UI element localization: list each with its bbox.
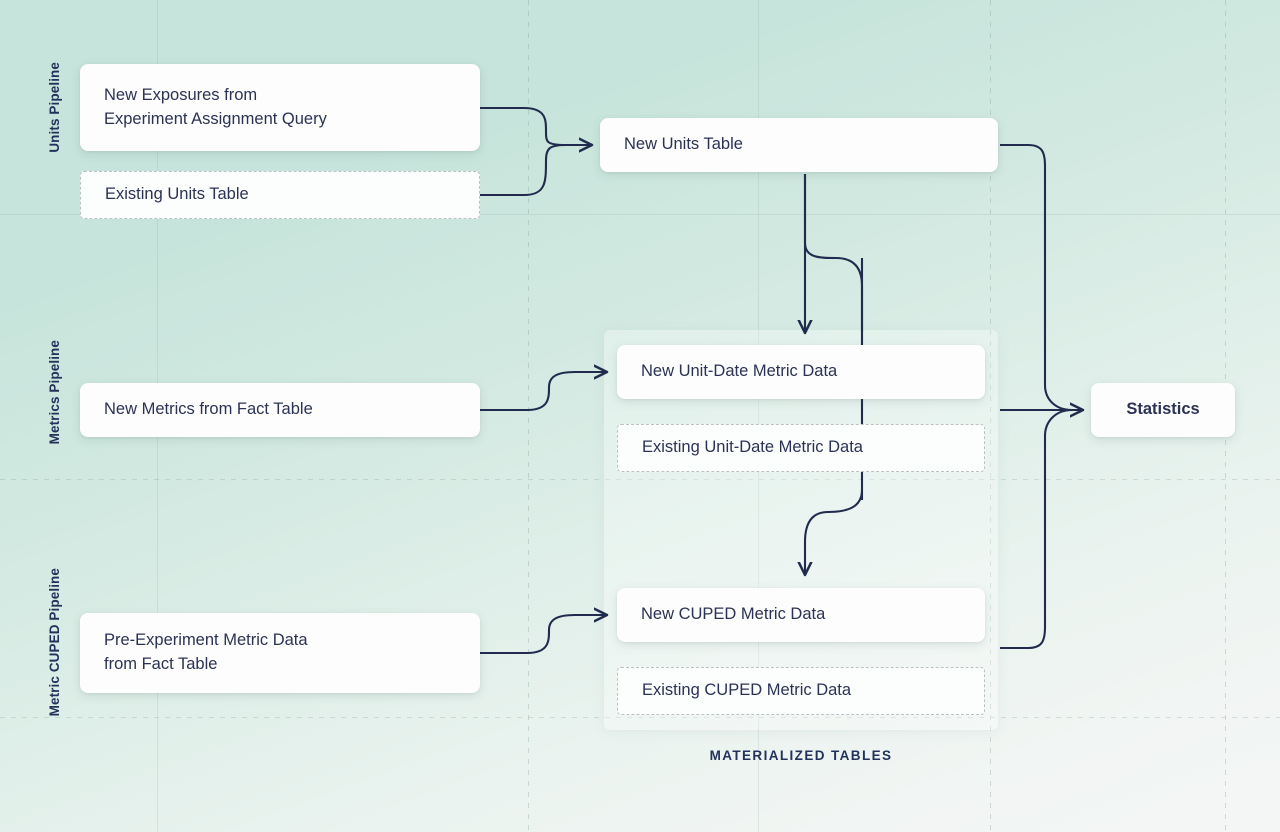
card-label: New Metrics from Fact Table xyxy=(104,400,313,419)
card-label: Statistics xyxy=(1126,400,1200,419)
card-label: New CUPED Metric Data xyxy=(641,605,826,624)
card-new-units-table[interactable]: New Units Table xyxy=(600,118,998,172)
card-label: Existing Unit-Date Metric Data xyxy=(642,438,863,457)
card-new-metrics-fact-table[interactable]: New Metrics from Fact Table xyxy=(80,383,480,437)
card-existing-unit-date-metric-data[interactable]: Existing Unit-Date Metric Data xyxy=(617,424,985,472)
card-label: Pre-Experiment Metric Data from Fact Tab… xyxy=(104,631,308,673)
card-label: Existing CUPED Metric Data xyxy=(642,681,852,700)
card-label: Existing Units Table xyxy=(105,185,249,204)
card-label: New Units Table xyxy=(624,135,743,154)
card-statistics[interactable]: Statistics xyxy=(1091,383,1235,437)
card-pre-experiment-metric-data[interactable]: Pre-Experiment Metric Data from Fact Tab… xyxy=(80,613,480,693)
card-label: New Exposures from Experiment Assignment… xyxy=(104,85,327,128)
card-new-cuped-metric-data[interactable]: New CUPED Metric Data xyxy=(617,588,985,642)
materialized-tables-caption: MATERIALIZED TABLES xyxy=(709,748,893,763)
card-existing-units-table[interactable]: Existing Units Table xyxy=(80,171,480,219)
card-new-unit-date-metric-data[interactable]: New Unit-Date Metric Data xyxy=(617,345,985,399)
card-label: New Unit-Date Metric Data xyxy=(641,362,838,381)
card-new-exposures[interactable]: New Exposures from Experiment Assignment… xyxy=(80,64,480,151)
card-existing-cuped-metric-data[interactable]: Existing CUPED Metric Data xyxy=(617,667,985,715)
